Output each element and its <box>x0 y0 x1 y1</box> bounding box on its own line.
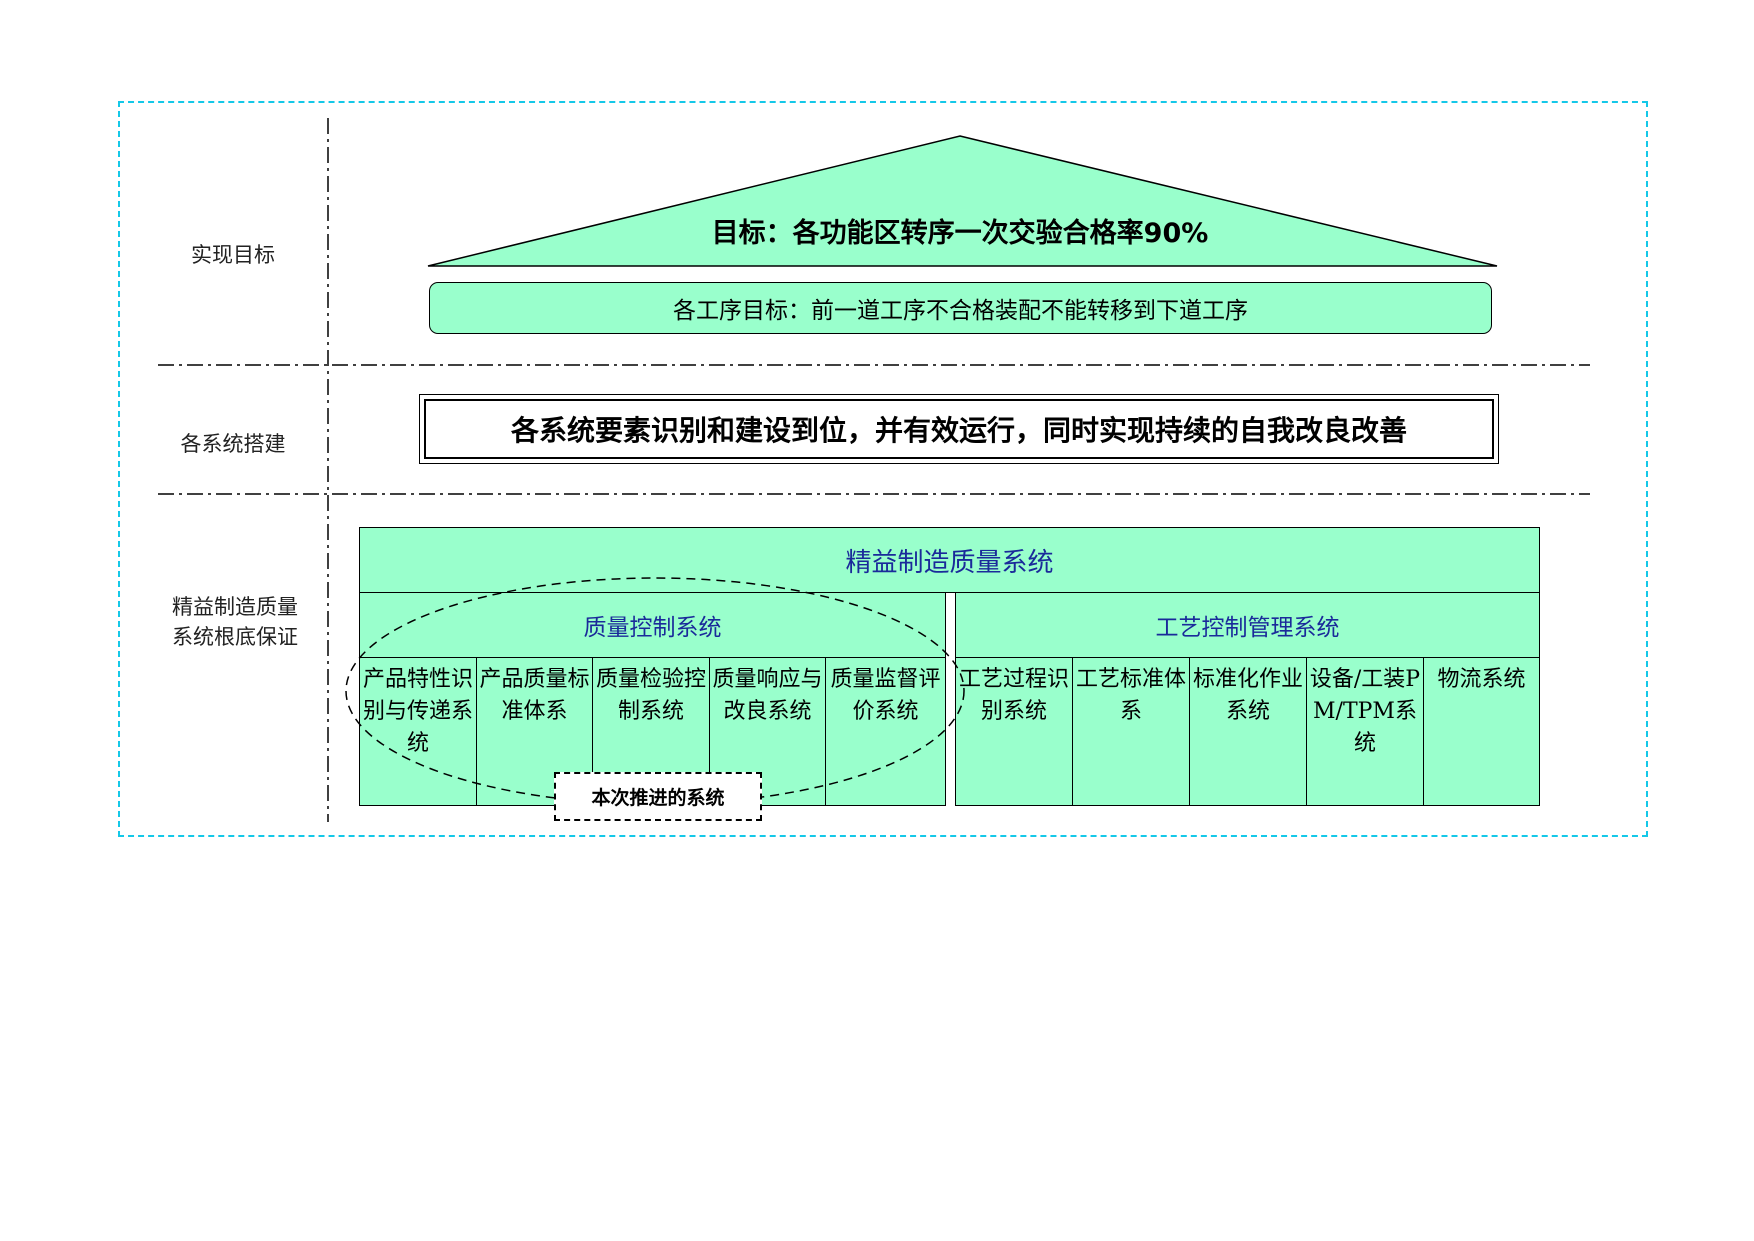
group-process-control-items: 工艺过程识别系统 工艺标准体系 标准化作业系统 设备/工装PM/TPM系统 物流… <box>955 657 1540 806</box>
callout-label: 本次推进的系统 <box>554 772 762 821</box>
subsystem-cell: 产品特性识别与传递系统 <box>359 657 477 806</box>
group-process-control-title: 工艺控制管理系统 <box>955 592 1540 658</box>
subsystem-cell: 质量监督评价系统 <box>825 657 946 806</box>
roof-shape <box>427 135 1498 267</box>
subsystem-cell: 工艺过程识别系统 <box>955 657 1073 806</box>
row-label-foundation-line2: 系统根底保证 <box>172 625 298 649</box>
group-quality-control-title: 质量控制系统 <box>359 592 946 658</box>
subsystem-cell: 设备/工装PM/TPM系统 <box>1306 657 1424 806</box>
main-system-header: 精益制造质量系统 <box>359 527 1540 593</box>
roof-title: 目标：各功能区转序一次交验合格率90% <box>711 218 1209 249</box>
subsystem-cell: 工艺标准体系 <box>1072 657 1190 806</box>
row-label-goal: 实现目标 <box>191 243 275 267</box>
build-statement-box: 各系统要素识别和建设到位，并有效运行，同时实现持续的自我改良改善 <box>419 394 1499 464</box>
subsystem-cell: 标准化作业系统 <box>1189 657 1307 806</box>
row-label-build: 各系统搭建 <box>180 432 286 456</box>
row-label-foundation: 精益制造质量 系统根底保证 <box>150 592 320 652</box>
row-label-foundation-line1: 精益制造质量 <box>172 595 298 619</box>
build-statement-text: 各系统要素识别和建设到位，并有效运行，同时实现持续的自我改良改善 <box>424 399 1494 459</box>
outer-frame <box>118 101 1648 837</box>
sub-goal-box: 各工序目标：前一道工序不合格装配不能转移到下道工序 <box>429 282 1492 334</box>
subsystem-cell: 物流系统 <box>1423 657 1540 806</box>
